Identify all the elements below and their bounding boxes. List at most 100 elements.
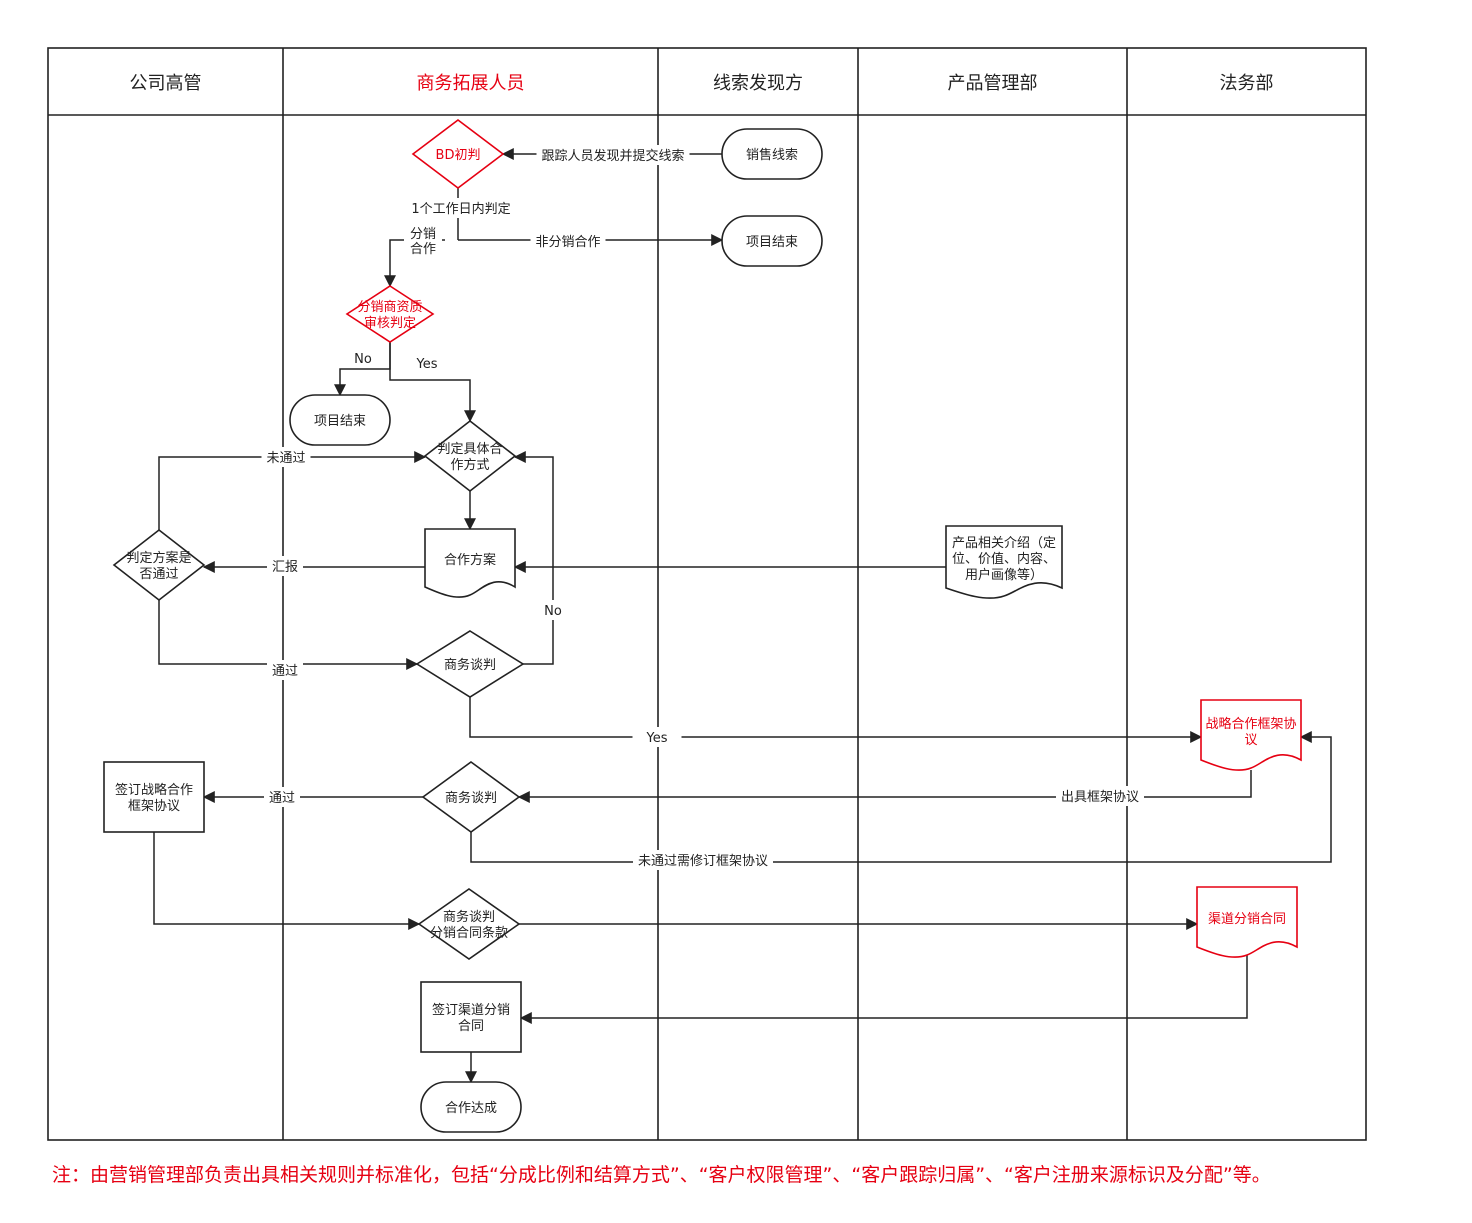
lane-header-legal: 法务部	[1220, 73, 1274, 94]
edge-label-bg	[632, 727, 682, 747]
node-qualify-shape	[345, 285, 435, 343]
node-framework-text: 议	[1244, 733, 1257, 748]
node-negotiate-1-shape	[415, 630, 525, 698]
node-done: 合作达成	[420, 1081, 522, 1133]
edge-neg1-no	[513, 451, 554, 665]
node-sales-lead-text: 销售线索	[746, 147, 798, 163]
footnote: 注：由营销管理部负责出具相关规则并标准化，包括“分成比例和结算方式”、“客户权限…	[52, 1164, 1271, 1186]
edge-label-distribution: 分销	[410, 227, 436, 242]
node-product-intro-text: 用户画像等）	[965, 567, 1043, 583]
node-end-1-text: 项目结束	[746, 235, 798, 250]
node-product-intro: 产品相关介绍（定位、价值、内容、用户画像等）	[945, 525, 1063, 599]
node-negotiate-2: 商务谈判	[421, 761, 521, 833]
edge-label-passed-1: 通过	[272, 664, 298, 679]
edge-label-bg	[264, 787, 300, 807]
edge-label-yes-2: Yes	[646, 731, 668, 746]
node-exec-review-text: 否通过	[139, 567, 178, 582]
node-negotiate-3-text: 商务谈判	[443, 909, 495, 925]
edge-neg2-fail	[470, 731, 1332, 863]
edge-review-fail	[158, 451, 427, 530]
node-bd-judge-text: BD初判	[436, 148, 481, 163]
lane-header-product: 产品管理部	[948, 73, 1038, 94]
node-negotiate-2-text: 商务谈判	[445, 790, 497, 806]
node-channel-contract-shape	[1196, 886, 1298, 958]
node-qualify-text: 分销商资质	[357, 300, 422, 315]
edge-label-no-2: No	[544, 604, 562, 619]
edge-label-yes-1: Yes	[416, 357, 438, 372]
edge-sign-to-neg3	[153, 832, 421, 930]
node-sign-framework-text: 框架协议	[128, 799, 180, 814]
node-bd-judge-shape	[411, 118, 505, 190]
node-sign-contract-shape	[420, 981, 522, 1053]
lane-header-exec: 公司高管	[130, 73, 202, 94]
node-negotiate-1-text: 商务谈判	[444, 657, 496, 673]
node-plan: 合作方案	[424, 528, 516, 598]
node-end-1-shape	[721, 215, 823, 267]
node-framework-shape	[1200, 699, 1302, 771]
node-sign-framework-shape	[103, 761, 205, 833]
node-product-intro-text: 产品相关介绍（定	[952, 536, 1056, 551]
edge-label-one-day: 1个工作日内判定	[411, 201, 510, 217]
edge-label-bg	[267, 660, 303, 680]
node-plan-text: 合作方案	[444, 552, 496, 568]
edge-contract-to-sign	[519, 954, 1248, 1024]
edge-label-distribution: 合作	[410, 242, 436, 257]
node-end-2: 项目结束	[289, 394, 391, 446]
node-sign-framework-text: 签订战略合作	[115, 782, 193, 798]
edge-label-bg	[633, 850, 773, 870]
edge-label-not-passed-1: 未通过	[266, 451, 305, 466]
node-qualify-text: 审核判定	[364, 316, 416, 331]
edge-label-bg	[404, 198, 518, 218]
lane-header-bd: 商务拓展人员	[417, 73, 525, 94]
node-negotiate-3-shape	[417, 888, 521, 960]
node-end-1: 项目结束	[721, 215, 823, 267]
edge-label-bg	[530, 231, 606, 251]
node-sales-lead-shape	[721, 128, 823, 180]
edge-label-bg	[345, 348, 381, 368]
edge-framework-out	[517, 770, 1252, 803]
edge-label-issue-framework: 出具框架协议	[1061, 790, 1139, 805]
node-end-2-text: 项目结束	[314, 414, 366, 429]
node-negotiate-1: 商务谈判	[415, 630, 525, 698]
edge-label-bg	[261, 447, 311, 467]
node-sales-lead: 销售线索	[721, 128, 823, 180]
edge-label-non-distribution: 非分销合作	[535, 235, 600, 250]
edge-label-revise-framework: 未通过需修订框架协议	[638, 854, 768, 869]
node-framework-text: 战略合作框架协	[1205, 716, 1296, 732]
node-exec-review-text: 判定方案是	[126, 550, 191, 566]
node-end-2-shape	[289, 394, 391, 446]
node-channel-contract-text: 渠道分销合同	[1208, 912, 1286, 927]
node-done-text: 合作达成	[445, 1101, 497, 1116]
node-exec-review-shape	[112, 528, 206, 602]
edge-review-pass	[158, 600, 419, 670]
node-done-shape	[420, 1081, 522, 1133]
node-bd-judge: BD初判	[411, 118, 505, 190]
node-sign-contract-text: 签订渠道分销	[432, 1002, 510, 1018]
node-negotiate-3-text: 分销合同条款	[430, 925, 508, 941]
edge-label-lead-submit: 跟踪人员发现并提交线索	[541, 148, 684, 164]
node-mode-shape	[423, 419, 517, 493]
edge-label-bg	[404, 226, 442, 258]
edge-label-no-1: No	[354, 352, 372, 367]
node-mode-text: 作方式	[450, 457, 489, 473]
node-product-intro-text: 位、价值、内容、	[952, 551, 1056, 567]
swimlane-frame	[47, 47, 1367, 1141]
node-mode-text: 判定具体合	[437, 442, 502, 457]
edge-qualify-yes	[389, 342, 476, 423]
edge-neg1-yes	[469, 697, 1203, 743]
edge-label-report: 汇报	[272, 560, 298, 575]
node-negotiate-2-shape	[421, 761, 521, 833]
node-product-intro-shape	[945, 525, 1063, 599]
edge-label-bg	[535, 600, 571, 620]
node-plan-shape	[424, 528, 516, 598]
edge-label-bg	[536, 145, 690, 165]
edge-label-bg	[267, 556, 303, 576]
edge-label-passed-2: 通过	[269, 791, 295, 806]
